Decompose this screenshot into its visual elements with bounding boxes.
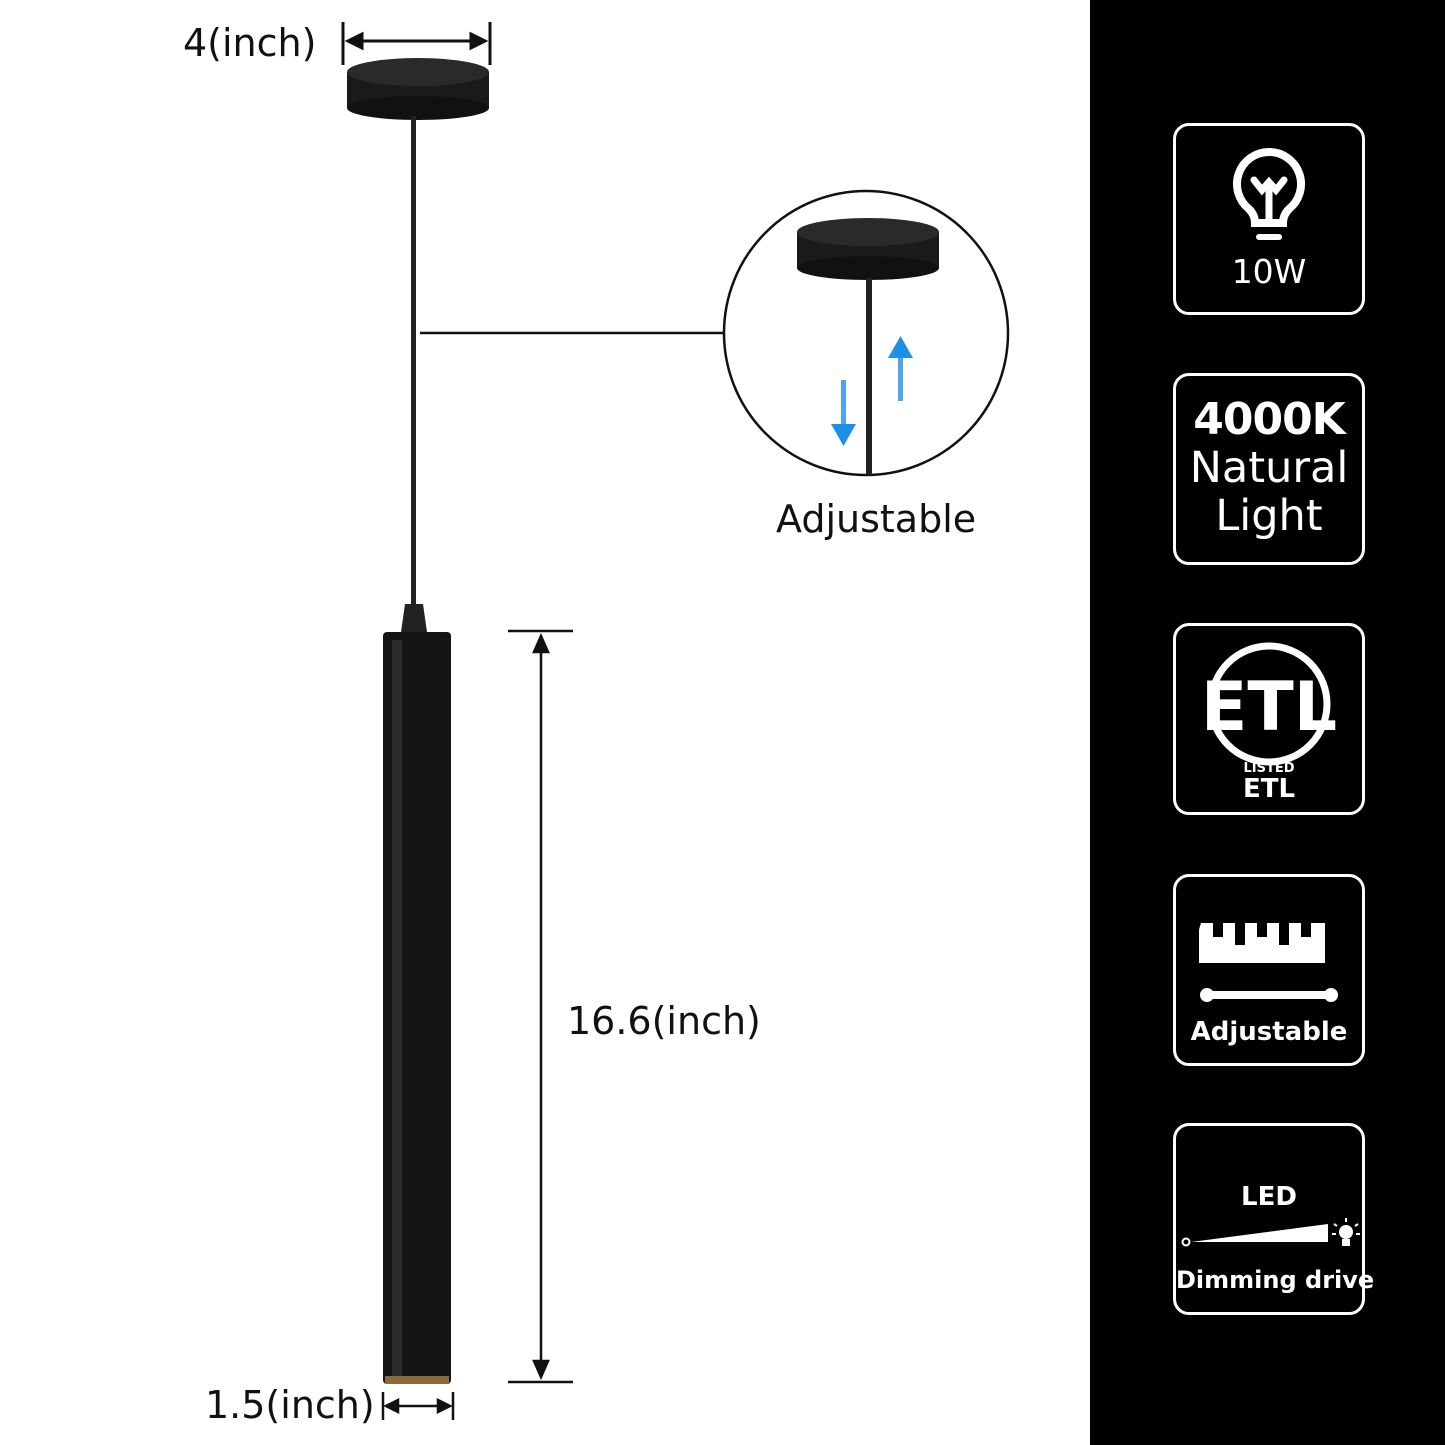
tube-diameter-label: 1.5(inch): [205, 1383, 375, 1427]
led-title: LED: [1241, 1182, 1297, 1212]
canopy: [347, 58, 489, 120]
svg-text:LISTED: LISTED: [1243, 761, 1294, 776]
feature-panel: 10W 4000K Natural Light ETL LISTED ETL A…: [1090, 0, 1445, 1445]
tube-diameter-dimension: [381, 1392, 455, 1420]
color-temp-line2: Light: [1215, 491, 1323, 541]
etl-listed-icon: ETL LISTED: [1201, 642, 1337, 776]
cord: [411, 116, 416, 606]
ruler-icon: [1199, 923, 1338, 1002]
bulb-icon: [1232, 147, 1306, 240]
color-temp-title: 4000K: [1193, 394, 1346, 445]
etl-label: ETL: [1242, 774, 1296, 804]
feature-dimming: LED Dimming drive: [1173, 1123, 1375, 1315]
cord-connector: [401, 604, 427, 632]
color-temp-line1: Natural: [1189, 443, 1349, 493]
adjustable-label: Adjustable: [1190, 1017, 1348, 1047]
dimmer-icon: [1181, 1218, 1360, 1247]
wattage-label: 10W: [1231, 252, 1307, 291]
callout-label: Adjustable: [776, 497, 976, 541]
feature-adjustable: Adjustable: [1173, 874, 1365, 1066]
adjustable-detail-callout: [722, 189, 1010, 477]
tube-length-label: 16.6(inch): [567, 999, 761, 1043]
pendant-tube: [383, 632, 451, 1384]
feature-etl: ETL LISTED ETL: [1173, 623, 1365, 815]
product-dimension-drawing: 4(inch) Adjustable 16.6(inch) 1.5(inch: [183, 21, 1010, 1427]
svg-text:ETL: ETL: [1201, 668, 1337, 747]
feature-wattage: 10W: [1173, 123, 1365, 315]
arrow-down-icon: [831, 380, 856, 446]
feature-color-temperature: 4000K Natural Light: [1173, 373, 1365, 565]
canopy-width-label: 4(inch): [183, 21, 316, 65]
dimming-label: Dimming drive: [1176, 1266, 1375, 1294]
arrow-up-icon: [888, 336, 913, 401]
canopy-width-dimension: [341, 22, 492, 65]
tube-length-dimension: [508, 629, 573, 1384]
